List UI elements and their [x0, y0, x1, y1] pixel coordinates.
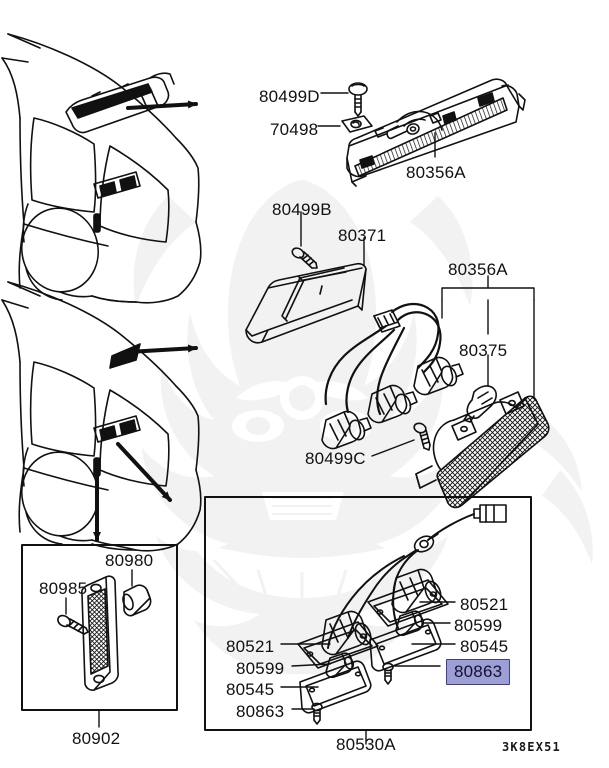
- harness-connector: [473, 504, 507, 523]
- high-mount-stop-lamp-assembly: [317, 78, 526, 187]
- license-lamp-lower: [297, 610, 379, 669]
- license-lens-lower: [299, 652, 372, 714]
- part-label-80521-right: 80521: [460, 595, 509, 614]
- screw-80499d: [348, 82, 368, 117]
- part-label-70498: 70498: [270, 120, 319, 139]
- part-label-80371: 80371: [338, 226, 387, 245]
- vehicle-illustration-lower: [1, 281, 202, 552]
- part-label-80599-left: 80599: [236, 659, 285, 678]
- part-label-80375: 80375: [459, 341, 508, 360]
- room-lamp-assembly: [245, 211, 367, 344]
- screw-80499b: [291, 247, 318, 269]
- part-label-80499b: 80499B: [272, 200, 332, 219]
- part-label-80545-right: 80545: [460, 637, 509, 656]
- part-label-80985: 80985: [39, 579, 88, 598]
- screw-80863-upper: [382, 662, 394, 685]
- part-label-80499d: 80499D: [259, 87, 320, 106]
- part-label-80599-right: 80599: [454, 616, 503, 635]
- part-label-80356a-mid: 80356A: [448, 260, 508, 279]
- part-label-80521-left: 80521: [226, 637, 275, 656]
- part-label-80902: 80902: [72, 729, 121, 748]
- part-label-80530a: 80530A: [336, 735, 396, 754]
- bulb-80375: [463, 385, 497, 423]
- vehicle-illustration-upper: [1, 33, 202, 304]
- part-label-80545-left: 80545: [226, 680, 275, 699]
- bulb-socket: [367, 384, 418, 424]
- screw-80499c: [413, 422, 431, 451]
- bulb-socket: [321, 410, 372, 450]
- rear-combination-lamp-assembly: [371, 275, 550, 509]
- license-plate-lamp-box: [204, 496, 532, 745]
- reflector-box: [21, 544, 178, 728]
- part-label-80863-left: 80863: [236, 702, 285, 721]
- grommet-80980: [122, 584, 152, 617]
- license-lamp-upper: [367, 568, 449, 627]
- part-label-80356a-top: 80356A: [406, 163, 466, 182]
- bulb-socket: [413, 356, 464, 396]
- part-label-80863-right[interactable]: 80863: [446, 659, 511, 685]
- screw-80985: [57, 614, 89, 635]
- screw-80863-lower: [311, 702, 323, 725]
- part-label-80499c: 80499C: [305, 449, 366, 468]
- part-label-80980: 80980: [105, 551, 154, 570]
- diagram-code: 3K8EX51: [502, 740, 561, 754]
- socket-harness-assembly: [321, 302, 464, 450]
- clip-70498: [341, 115, 373, 133]
